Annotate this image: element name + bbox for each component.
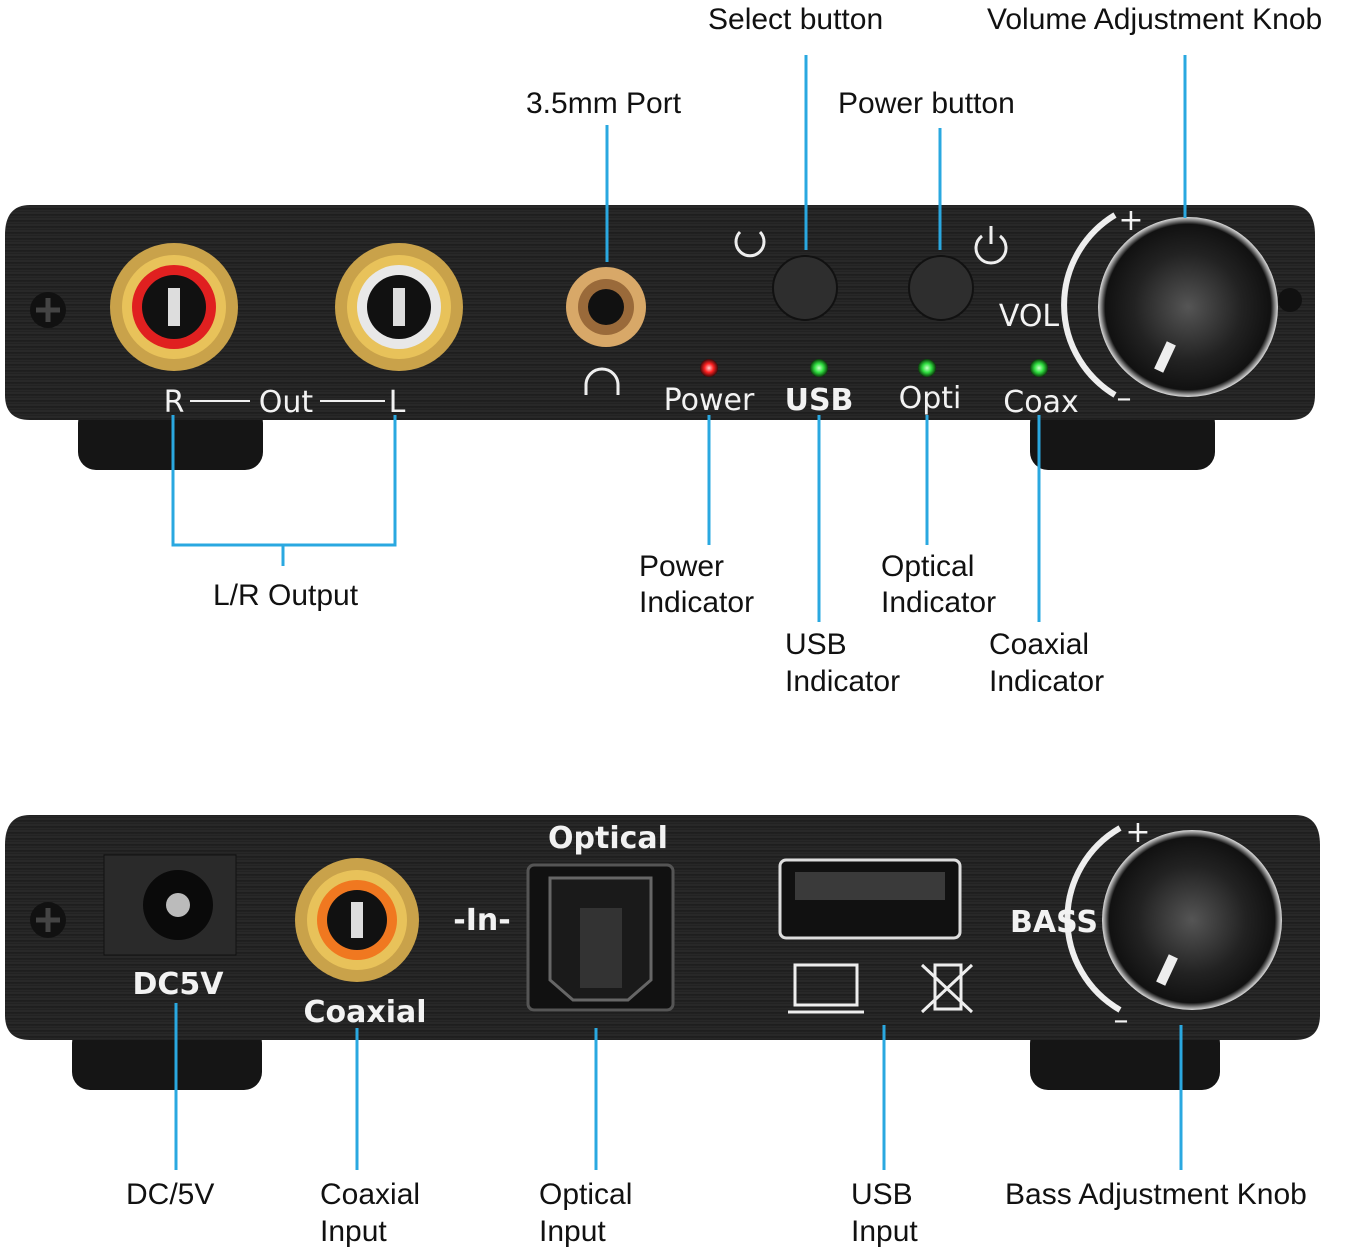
computer-icon — [788, 963, 864, 1014]
leader-lines-top — [171, 55, 1187, 622]
label-usb: USB — [785, 383, 854, 418]
rca-left-jack — [335, 243, 463, 371]
screw-icon — [30, 902, 66, 938]
callout-coaxial-input-2: Input — [320, 1215, 387, 1248]
foot — [78, 405, 263, 470]
foot — [72, 1025, 262, 1090]
label-out: Out — [259, 385, 314, 420]
vol-minus: – — [1117, 381, 1132, 416]
bass-minus: – — [1114, 1003, 1129, 1038]
select-cycle-icon — [734, 230, 766, 258]
opti-led — [918, 359, 936, 377]
callout-usb-input-1: USB — [851, 1178, 913, 1211]
power-led — [700, 359, 718, 377]
device-rear-panel: DC5V Coaxial -In- Optical + – BASS — [5, 815, 1320, 1090]
callout-coaxial-input-1: Coaxial — [320, 1178, 420, 1211]
label-in: -In- — [453, 903, 510, 938]
label-dc5v: DC5V — [132, 967, 224, 1002]
volume-knob[interactable] — [1098, 217, 1278, 397]
foot — [1030, 1025, 1220, 1090]
callout-optical-input-1: Optical — [539, 1178, 632, 1211]
callout-select-button: Select button — [708, 3, 883, 36]
callout-optical-input-2: Input — [539, 1215, 606, 1248]
usb-port — [778, 858, 962, 940]
dc-jack — [103, 854, 237, 956]
foot — [1030, 405, 1215, 470]
callout-dc5v: DC/5V — [126, 1178, 214, 1211]
callout-power-indicator-2: Indicator — [639, 586, 754, 619]
callout-usb-indicator-2: Indicator — [785, 665, 900, 698]
no-phone-icon — [920, 963, 974, 1014]
screw-icon — [1278, 288, 1302, 312]
callout-power-indicator-1: Power — [639, 550, 724, 583]
label-coax: Coax — [1003, 385, 1078, 420]
label-l: L — [389, 385, 406, 420]
coax-led — [1030, 359, 1048, 377]
callout-optical-indicator-1: Optical — [881, 550, 974, 583]
callout-lr-output: L/R Output — [213, 579, 359, 612]
power-icon — [974, 226, 1008, 265]
usb-led — [810, 359, 828, 377]
bass-knob[interactable] — [1102, 830, 1282, 1010]
callout-usb-indicator-1: USB — [785, 628, 847, 661]
leader-lines-bottom — [174, 1003, 1183, 1170]
label-vol: VOL — [999, 299, 1060, 334]
label-coaxial: Coaxial — [303, 995, 426, 1030]
optical-port — [526, 863, 675, 1012]
label-r: R — [164, 385, 185, 420]
label-bass: BASS — [1010, 905, 1098, 940]
rca-right-jack — [110, 243, 238, 371]
callout-coaxial-indicator-1: Coaxial — [989, 628, 1089, 661]
label-optical: Optical — [548, 821, 668, 856]
callout-power-button: Power button — [838, 87, 1015, 120]
power-button[interactable] — [908, 255, 974, 321]
callout-coaxial-indicator-2: Indicator — [989, 665, 1104, 698]
coaxial-jack — [295, 858, 419, 982]
label-power: Power — [664, 383, 755, 418]
label-opti: Opti — [899, 381, 962, 416]
select-button[interactable] — [772, 255, 838, 321]
callout-usb-input-2: Input — [851, 1215, 918, 1248]
headphone-icon — [584, 367, 620, 395]
callout-optical-indicator-2: Indicator — [881, 586, 996, 619]
callout-volume-knob: Volume Adjustment Knob — [987, 3, 1322, 36]
callout-35mm-port: 3.5mm Port — [526, 87, 682, 120]
headphone-jack — [566, 267, 646, 347]
device-front-panel: R Out L Power USB Opti Coax + – VOL — [5, 203, 1315, 470]
callout-bass-knob: Bass Adjustment Knob — [1005, 1178, 1307, 1211]
screw-icon — [30, 292, 66, 328]
